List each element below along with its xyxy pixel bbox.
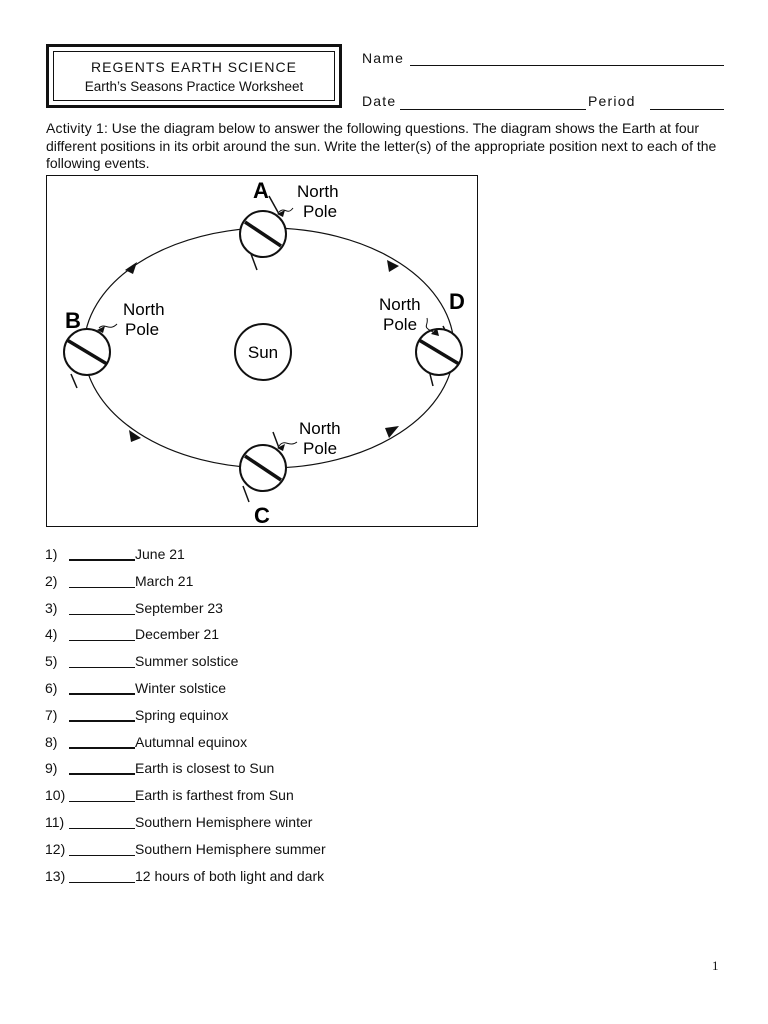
question-item: 11) Southern Hemisphere winter <box>45 813 545 840</box>
question-text: Earth is closest to Sun <box>135 760 275 777</box>
answer-blank[interactable] <box>69 667 135 669</box>
question-item: 9) Earth is closest to Sun <box>45 759 545 786</box>
answer-blank[interactable] <box>69 827 135 829</box>
question-number: 13) <box>45 867 66 884</box>
question-number: 7) <box>45 706 58 723</box>
answer-blank[interactable] <box>69 559 135 561</box>
orbit-arrow-top-right <box>387 260 399 272</box>
earth-position-b <box>63 323 118 389</box>
question-item: 7) Spring equinox <box>45 706 545 733</box>
question-number: 10) <box>45 787 66 804</box>
question-number: 4) <box>45 626 58 643</box>
question-number: 2) <box>45 572 58 589</box>
question-text: March 21 <box>135 572 194 589</box>
pole-label-c-line1: North <box>299 419 341 438</box>
date-field[interactable] <box>400 109 586 110</box>
question-list: 1) June 21 2) March 21 3) September 23 4… <box>45 545 545 893</box>
question-text: Spring equinox <box>135 706 229 723</box>
question-text: 12 hours of both light and dark <box>135 867 325 884</box>
question-number: 6) <box>45 679 58 696</box>
orbit-diagram: Sun A North Pole B North Pole <box>46 175 478 528</box>
activity-heading: Activity 1 <box>46 120 105 136</box>
question-number: 1) <box>45 546 58 562</box>
answer-blank[interactable] <box>69 613 135 615</box>
question-item: 1) June 21 <box>45 545 545 572</box>
question-text: Autumnal equinox <box>135 733 248 750</box>
sun-circle <box>234 323 292 381</box>
question-item: 12) Southern Hemisphere summer <box>45 840 545 867</box>
question-item: 4) December 21 <box>45 625 545 652</box>
pole-label-a-line2: Pole <box>303 202 337 221</box>
question-number: 11) <box>45 813 65 830</box>
pole-label-d-line1: North <box>379 295 421 314</box>
name-label: Name <box>362 50 405 66</box>
question-text: Summer solstice <box>135 653 239 670</box>
question-text: September 23 <box>135 599 223 616</box>
pole-label-d-line2: Pole <box>383 315 417 334</box>
question-number: 12) <box>45 840 66 857</box>
answer-blank[interactable] <box>69 773 135 776</box>
position-label-a: A <box>253 178 269 203</box>
period-label: Period <box>588 93 636 109</box>
question-item: 2) March 21 <box>45 572 545 599</box>
answer-blank[interactable] <box>69 640 135 642</box>
page-number: 1 <box>712 958 719 973</box>
question-item: 5) Summer solstice <box>45 652 545 679</box>
question-item: 10) Earth is farthest from Sun <box>45 786 545 813</box>
answer-blank[interactable] <box>69 692 135 695</box>
question-text: June 21 <box>135 546 185 562</box>
question-number: 9) <box>45 760 58 777</box>
orbit-arrow-bottom-right <box>385 426 399 438</box>
course-title: REGENTS EARTH SCIENCE <box>91 59 297 75</box>
answer-blank[interactable] <box>69 801 135 803</box>
question-text: Earth is farthest from Sun <box>135 787 294 804</box>
pole-label-c-line2: Pole <box>303 439 337 458</box>
answer-blank[interactable] <box>69 881 135 883</box>
orbit-arrow-top-left <box>125 262 137 274</box>
period-field[interactable] <box>650 109 724 110</box>
earth-position-c <box>239 431 298 503</box>
question-text: Southern Hemisphere summer <box>135 840 326 857</box>
position-label-c: C <box>254 503 270 528</box>
orbit-arrow-bottom-left <box>129 430 141 442</box>
date-label: Date <box>362 93 397 109</box>
title-box: REGENTS EARTH SCIENCE Earth’s Seasons Pr… <box>46 44 342 108</box>
answer-blank[interactable] <box>69 746 135 749</box>
position-label-b: B <box>65 308 81 333</box>
orbit-svg: Sun A North Pole B North Pole <box>63 178 465 528</box>
question-text: Winter solstice <box>135 679 227 696</box>
question-item: 8) Autumnal equinox <box>45 733 545 760</box>
question-number: 5) <box>45 653 58 670</box>
earth-position-a <box>239 195 294 271</box>
pole-label-b-line1: North <box>123 300 165 319</box>
answer-blank[interactable] <box>69 854 135 856</box>
question-item: 3) September 23 <box>45 599 545 626</box>
activity-instructions: Activity 1: Use the diagram below to ans… <box>46 120 728 173</box>
question-text: December 21 <box>135 626 220 643</box>
activity-text: : Use the diagram below to answer the fo… <box>46 120 717 171</box>
answer-blank[interactable] <box>69 719 135 722</box>
pole-label-a-line1: North <box>297 182 339 201</box>
question-number: 8) <box>45 733 58 750</box>
pole-label-b-line2: Pole <box>125 320 159 339</box>
sun-label: Sun <box>248 343 278 362</box>
question-item: 13) 12 hours of both light and dark <box>45 867 545 894</box>
position-label-d: D <box>449 289 465 314</box>
worksheet-title: Earth’s Seasons Practice Worksheet <box>84 79 304 94</box>
question-number: 3) <box>45 599 58 616</box>
question-item: 6) Winter solstice <box>45 679 545 706</box>
question-text: Southern Hemisphere winter <box>135 813 313 830</box>
name-field[interactable] <box>410 65 724 66</box>
title-inner-border: REGENTS EARTH SCIENCE Earth’s Seasons Pr… <box>53 51 335 101</box>
answer-blank[interactable] <box>69 586 135 588</box>
earth-position-d <box>415 317 463 387</box>
